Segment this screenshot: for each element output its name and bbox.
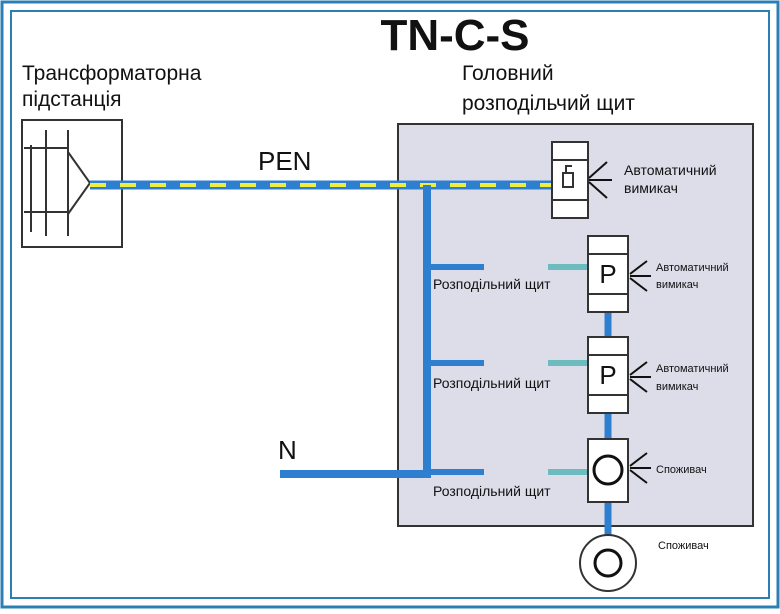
- breaker-1-symbol: P: [599, 259, 616, 289]
- main-breaker-label-line1: Автоматичний: [624, 162, 717, 178]
- consumer-1: [587, 438, 629, 503]
- distribution-label-2: Розподільний щит: [433, 375, 551, 391]
- breaker-1-pointer-arrow: [629, 260, 651, 292]
- socket-icon: [592, 454, 624, 486]
- substation-label-line1: Трансформаторна: [22, 62, 202, 85]
- distribution-label-3: Розподільний щит: [433, 483, 551, 499]
- socket-icon: [593, 548, 623, 578]
- main-breaker-pointer-arrow: [588, 161, 612, 199]
- main-breaker: [551, 141, 589, 219]
- breaker-handle-icon: [562, 165, 574, 188]
- breaker-2-label-line1: Автоматичний: [656, 363, 729, 375]
- main-board-label-line2: розподільчий щит: [462, 92, 635, 115]
- substation-label-line2: підстанція: [22, 88, 122, 111]
- distribution-label-1: Розподільний щит: [433, 276, 551, 292]
- main-board-label-line1: Головний: [462, 62, 554, 85]
- main-breaker-label-line2: вимикач: [624, 180, 678, 196]
- consumer-2: [579, 534, 637, 592]
- consumer-2-label: Споживач: [658, 540, 709, 552]
- breaker-1-label-line1: Автоматичний: [656, 262, 729, 274]
- n-label: N: [278, 435, 297, 465]
- diagram-title: TN-C-S: [380, 11, 529, 60]
- breaker-2-symbol: P: [599, 360, 616, 390]
- consumer-1-pointer-arrow: [629, 452, 651, 484]
- inner-frame: [10, 10, 770, 599]
- breaker-2-pointer-arrow: [629, 361, 651, 393]
- breaker-2-label-line2: вимикач: [656, 381, 698, 393]
- pen-label: PEN: [258, 146, 311, 176]
- breaker-2: [587, 336, 629, 414]
- breaker-1: [587, 235, 629, 313]
- consumer-1-label: Споживач: [656, 464, 707, 476]
- breaker-1-label-line2: вимикач: [656, 279, 698, 291]
